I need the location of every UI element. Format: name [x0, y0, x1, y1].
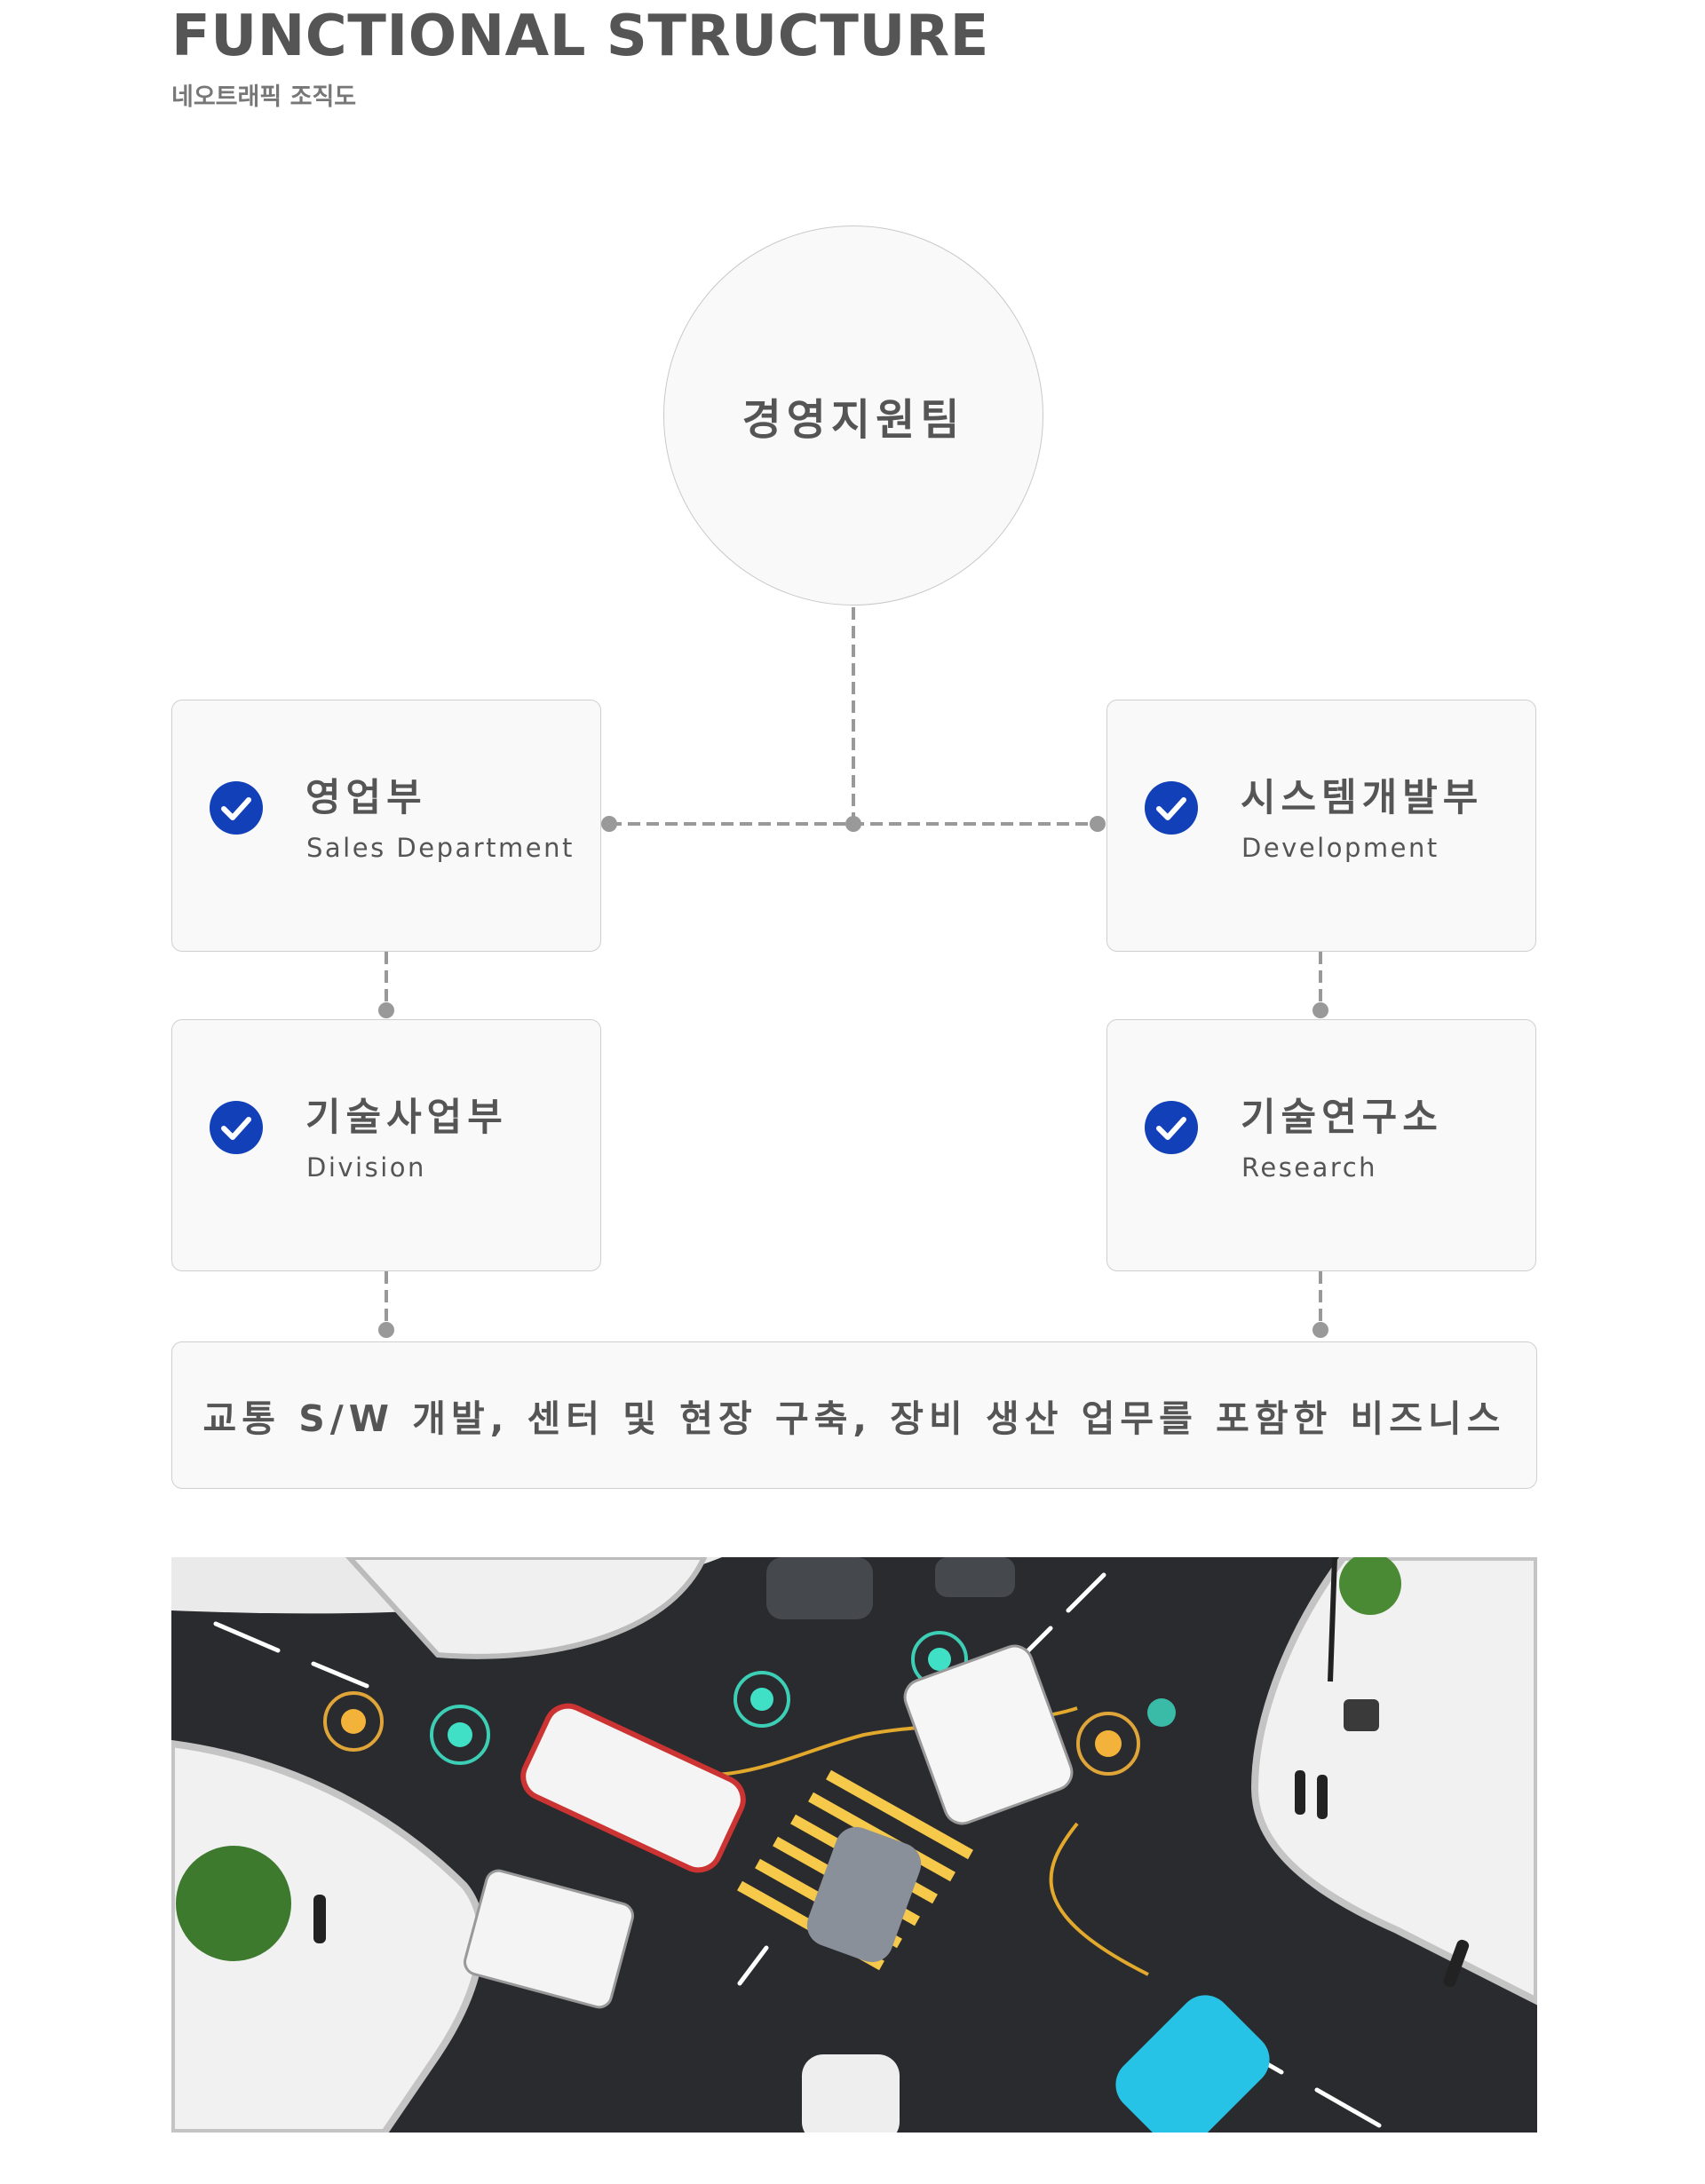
department-title: 기술사업부 — [305, 1096, 508, 1140]
page-title: FUNCTIONAL STRUCTURE — [171, 4, 989, 69]
department-title: 시스템개발부 — [1241, 776, 1484, 820]
department-title: 기술연구소 — [1241, 1096, 1443, 1140]
check-circle-icon — [210, 1101, 263, 1154]
department-title: 영업부 — [305, 776, 427, 820]
connector-dot — [1090, 816, 1106, 832]
connector-dot — [1312, 1002, 1328, 1018]
business-summary-text: 교통 S/W 개발, 센터 및 현장 구축, 장비 생산 업무를 포함한 비즈니… — [202, 1397, 1506, 1440]
department-subtitle: Sales Department — [306, 833, 575, 863]
check-circle-icon — [1145, 781, 1198, 835]
org-connectors — [378, 607, 1328, 1338]
connector-dot — [1312, 1322, 1328, 1338]
connector-dot — [601, 816, 617, 832]
traffic-intersection-image — [171, 1557, 1537, 2133]
department-subtitle: Division — [306, 1152, 426, 1183]
business-summary-box: 교통 S/W 개발, 센터 및 현장 구축, 장비 생산 업무를 포함한 비즈니… — [171, 1341, 1537, 1489]
connector-dot — [845, 816, 861, 832]
connector-dot — [378, 1002, 394, 1018]
department-card-division: 기술사업부 Division — [171, 1019, 601, 1271]
check-circle-icon — [210, 781, 263, 835]
root-label: 경영지원팀 — [741, 395, 965, 445]
root-node: 경영지원팀 — [663, 226, 1043, 605]
department-card-sales: 영업부 Sales Department — [171, 700, 601, 952]
department-card-research: 기술연구소 Research — [1106, 1019, 1536, 1271]
department-card-development: 시스템개발부 Development — [1106, 700, 1536, 952]
connector-dot — [378, 1322, 394, 1338]
department-subtitle: Development — [1241, 833, 1439, 863]
check-circle-icon — [1145, 1101, 1198, 1154]
department-subtitle: Research — [1241, 1152, 1378, 1183]
page-subtitle: 네오트래픽 조직도 — [171, 83, 357, 111]
